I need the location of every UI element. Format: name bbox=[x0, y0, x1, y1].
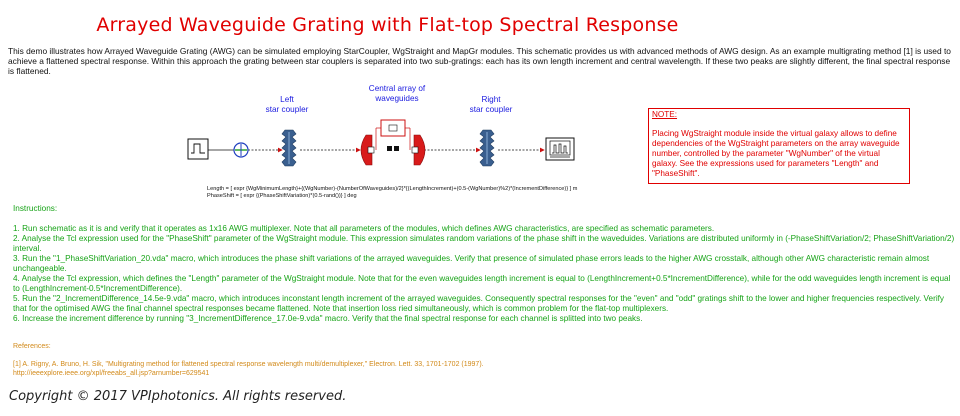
left-coupler-label-line1: Left bbox=[280, 95, 294, 104]
reference-citation: [1] A. Rigny, A. Bruno, H. Sik, "Multigr… bbox=[13, 361, 484, 368]
intro-text: This demo illustrates how Arrayed Wavegu… bbox=[8, 46, 951, 76]
right-coupler-label-line1: Right bbox=[481, 95, 501, 104]
central-array-label-line1: Central array of bbox=[368, 84, 426, 93]
schematic-expressions: Length = [ expr {WgMinimumLength}+{(WgNu… bbox=[207, 186, 577, 200]
instruction-step: 1. Run schematic as it is and verify tha… bbox=[13, 224, 715, 233]
left-coupler-label: Left star coupler bbox=[253, 95, 321, 115]
right-coupler-label: Right star coupler bbox=[456, 95, 526, 115]
combiner-icon[interactable] bbox=[233, 142, 249, 158]
right-star-coupler-icon[interactable] bbox=[479, 129, 495, 167]
awg-schematic bbox=[187, 119, 575, 167]
length-expression: Length = [ expr {WgMinimumLength}+{(WgNu… bbox=[207, 186, 578, 192]
copyright-notice: Copyright © 2017 VPIphotonics. All right… bbox=[9, 389, 347, 404]
central-array-galaxy[interactable] bbox=[360, 119, 426, 166]
instructions-heading: Instructions: bbox=[13, 204, 58, 213]
left-coupler-label-line2: star coupler bbox=[265, 105, 309, 114]
instruction-step: 4. Analyse the Tcl expression, which def… bbox=[13, 274, 951, 293]
phase-shift-expression: PhaseShift = [ expr {(PhaseShiftVariatio… bbox=[207, 193, 357, 199]
central-array-label-line2: waveguides bbox=[375, 94, 419, 103]
note-text: Placing WgStraight module inside the vir… bbox=[652, 129, 900, 178]
note-heading: NOTE: bbox=[652, 110, 678, 119]
instructions-section: Instructions: 1. Run schematic as it is … bbox=[13, 204, 955, 324]
instruction-step: 2. Analyse the Tcl expression used for t… bbox=[13, 234, 955, 253]
page-title: Arrayed Waveguide Grating with Flat-top … bbox=[96, 14, 679, 36]
instruction-step: 3. Run the "1_PhaseShiftVariation_20.vda… bbox=[13, 254, 930, 273]
instruction-step: 6. Increase the increment difference by … bbox=[13, 314, 643, 323]
instruction-step: 5. Run the "2_IncrementDifference_14.5e-… bbox=[13, 294, 945, 313]
source-module-icon[interactable] bbox=[187, 138, 209, 160]
references-section: References: [1] A. Rigny, A. Bruno, H. S… bbox=[13, 342, 713, 378]
note-box: NOTE: Placing WgStraight module inside t… bbox=[648, 108, 910, 184]
right-coupler-label-line2: star coupler bbox=[469, 105, 513, 114]
central-array-label: Central array of waveguides bbox=[355, 84, 439, 104]
references-heading: References: bbox=[13, 343, 51, 350]
reference-link[interactable]: http://ieeexplore.ieee.org/xpl/freeabs_a… bbox=[13, 370, 210, 377]
left-star-coupler-icon[interactable] bbox=[281, 129, 297, 167]
spectrum-analyzer-icon[interactable] bbox=[545, 137, 575, 161]
